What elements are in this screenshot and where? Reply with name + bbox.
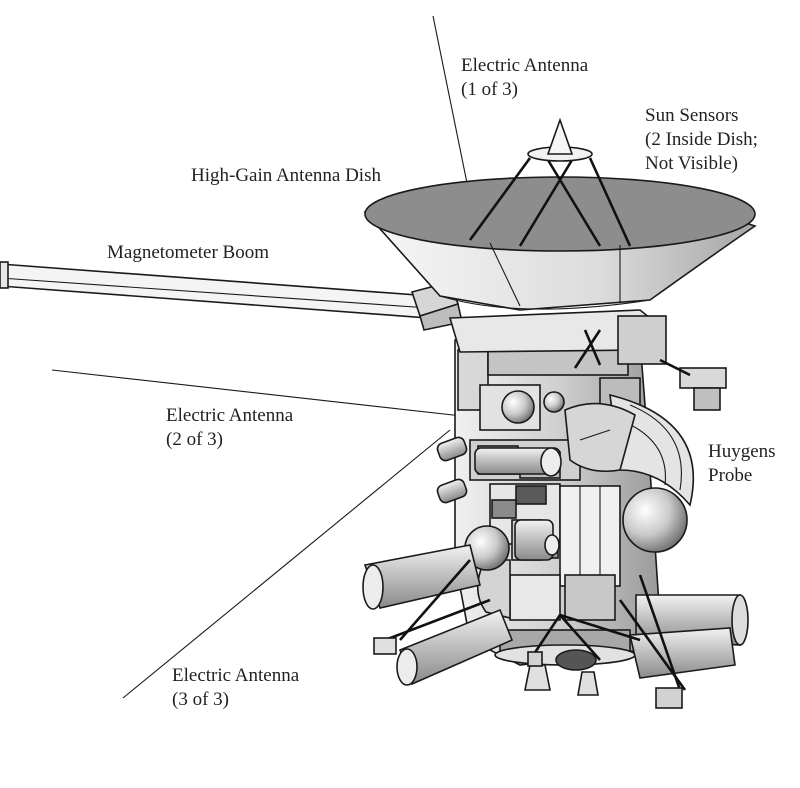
magnetometer-boom: [0, 261, 463, 331]
electric-antenna-1-line: [432, 15, 469, 189]
label-text-line: Magnetometer Boom: [107, 242, 269, 263]
small-box-left: [373, 637, 397, 655]
label-text-line: Probe: [708, 465, 753, 486]
main-engines: [524, 649, 599, 696]
label-text-line: (2 of 3): [166, 429, 223, 450]
label-text-line: Not Visible): [645, 153, 738, 174]
huygens-probe: [564, 393, 695, 507]
upper-ring: [448, 309, 667, 369]
sphere-tank-small-2: [543, 391, 565, 413]
label-magnetometer-boom: Magnetometer Boom: [107, 241, 269, 265]
sphere-tank-small-1: [501, 390, 535, 424]
label-text-line: Electric Antenna: [461, 55, 589, 76]
label-sun-sensors: Sun Sensors (2 Inside Dish; Not Visible): [645, 104, 758, 176]
label-text-line: Huygens: [708, 441, 776, 462]
high-gain-antenna-dish: [363, 117, 757, 311]
label-text-line: (2 Inside Dish;: [645, 129, 758, 150]
label-electric-antenna-1: Electric Antenna (1 of 3): [461, 54, 588, 102]
canister-cluster-upper: [474, 447, 562, 561]
small-box-right: [655, 687, 683, 709]
sphere-tank-large: [622, 487, 688, 553]
truss-structure: [384, 559, 687, 691]
label-text-line: Electric Antenna: [166, 405, 294, 426]
electric-antenna-3-line: [122, 429, 451, 699]
label-electric-antenna-3: Electric Antenna (3 of 3): [172, 664, 299, 712]
thruster-cylinders: [362, 544, 749, 686]
small-canisters-left: [436, 436, 468, 504]
label-high-gain-antenna-dish: High-Gain Antenna Dish: [191, 164, 381, 188]
label-text-line: (3 of 3): [172, 689, 229, 710]
label-text-line: Electric Antenna: [172, 665, 300, 686]
electric-antenna-2-line: [51, 369, 463, 417]
label-huygens-probe: Huygens Probe: [708, 440, 776, 488]
label-text-line: High-Gain Antenna Dish: [191, 165, 381, 186]
label-text-line: Sun Sensors: [645, 105, 739, 126]
side-instrument-box: [679, 367, 727, 389]
label-text-line: (1 of 3): [461, 79, 518, 100]
label-electric-antenna-2: Electric Antenna (2 of 3): [166, 404, 293, 452]
side-instrument-box-lower: [693, 387, 721, 411]
